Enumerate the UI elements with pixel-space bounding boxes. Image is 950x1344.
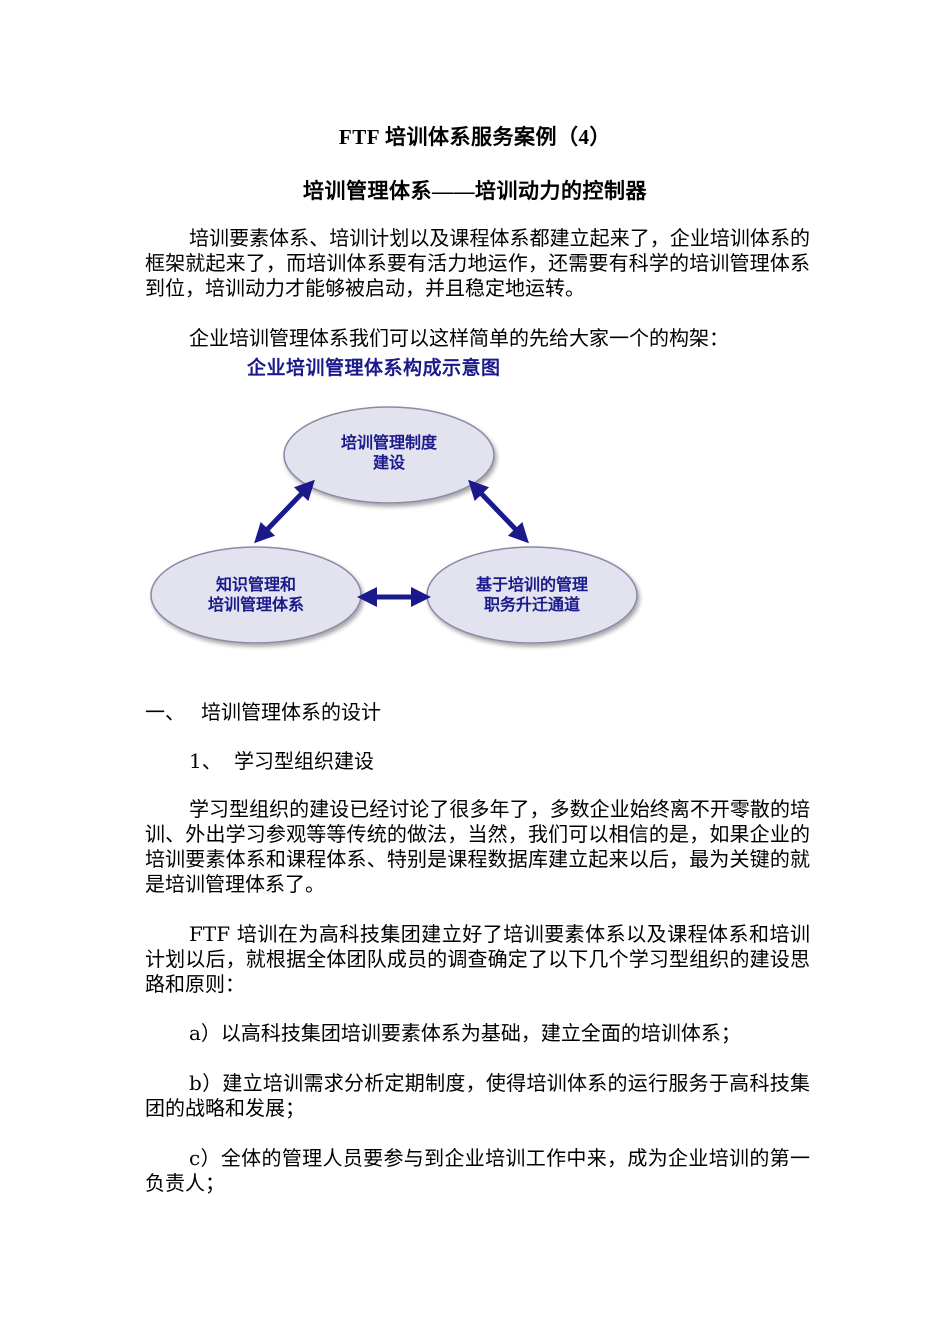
- node-left-line-2: 培训管理体系: [207, 595, 304, 614]
- node-top-ellipse: [283, 406, 495, 504]
- subsection-number: 1、: [189, 749, 222, 773]
- node-left-label: 知识管理和 培训管理体系: [171, 575, 341, 615]
- node-top-line-2: 建设: [372, 453, 405, 472]
- list-item-c: c）全体的管理人员要参与到企业培训工作中来，成为企业培训的第一负责人；: [145, 1146, 810, 1195]
- arrow-top-right: [468, 479, 529, 544]
- node-left-line-1: 知识管理和: [215, 575, 296, 594]
- node-right-label: 基于培训的管理 职务升迁通道: [447, 575, 617, 615]
- list-item-a: a）以高科技集团培训要素体系为基础，建立全面的培训体系；: [189, 1021, 741, 1045]
- section-title: 培训管理体系的设计: [201, 700, 381, 724]
- node-top-label: 培训管理制度 建设: [304, 433, 474, 473]
- diagram-graphic: [150, 406, 638, 644]
- node-top-line-1: 培训管理制度: [340, 433, 437, 452]
- subsection-title: 学习型组织建设: [234, 749, 374, 773]
- management-system-diagram: 企业培训管理体系构成示意图 培训管理制度 建设 知识管理和 培训管理体系 基于培…: [145, 350, 645, 680]
- page-title: FTF 培训体系服务案例（4）: [338, 125, 612, 149]
- section-heading-1: 一、培训管理体系的设计: [145, 700, 381, 725]
- diagram-intro-text: 企业培训管理体系我们可以这样简单的先给大家一个的构架：: [189, 326, 729, 350]
- subsection-heading-1: 1、学习型组织建设: [189, 749, 374, 774]
- section-number: 一、: [145, 700, 185, 724]
- intro-paragraph: 培训要素体系、培训计划以及课程体系都建立起来了，企业培训体系的框架就起来了，而培…: [145, 226, 810, 300]
- page-subtitle: 培训管理体系——培训动力的控制器: [303, 179, 647, 203]
- arrow-top-left: [254, 479, 315, 544]
- node-right-line-2: 职务升迁通道: [483, 595, 580, 614]
- node-right-line-1: 基于培训的管理: [475, 575, 588, 594]
- diagram-title: 企业培训管理体系构成示意图: [247, 357, 501, 379]
- list-item-b: b）建立培训需求分析定期制度，使得培训体系的运行服务于高科技集团的战略和发展；: [145, 1071, 810, 1120]
- paragraph-ftf-principles: FTF 培训在为高科技集团建立好了培训要素体系以及课程体系和培训计划以后，就根据…: [145, 922, 810, 996]
- paragraph-learning-organization: 学习型组织的建设已经讨论了很多年了，多数企业始终离不开零散的培训、外出学习参观等…: [145, 797, 810, 896]
